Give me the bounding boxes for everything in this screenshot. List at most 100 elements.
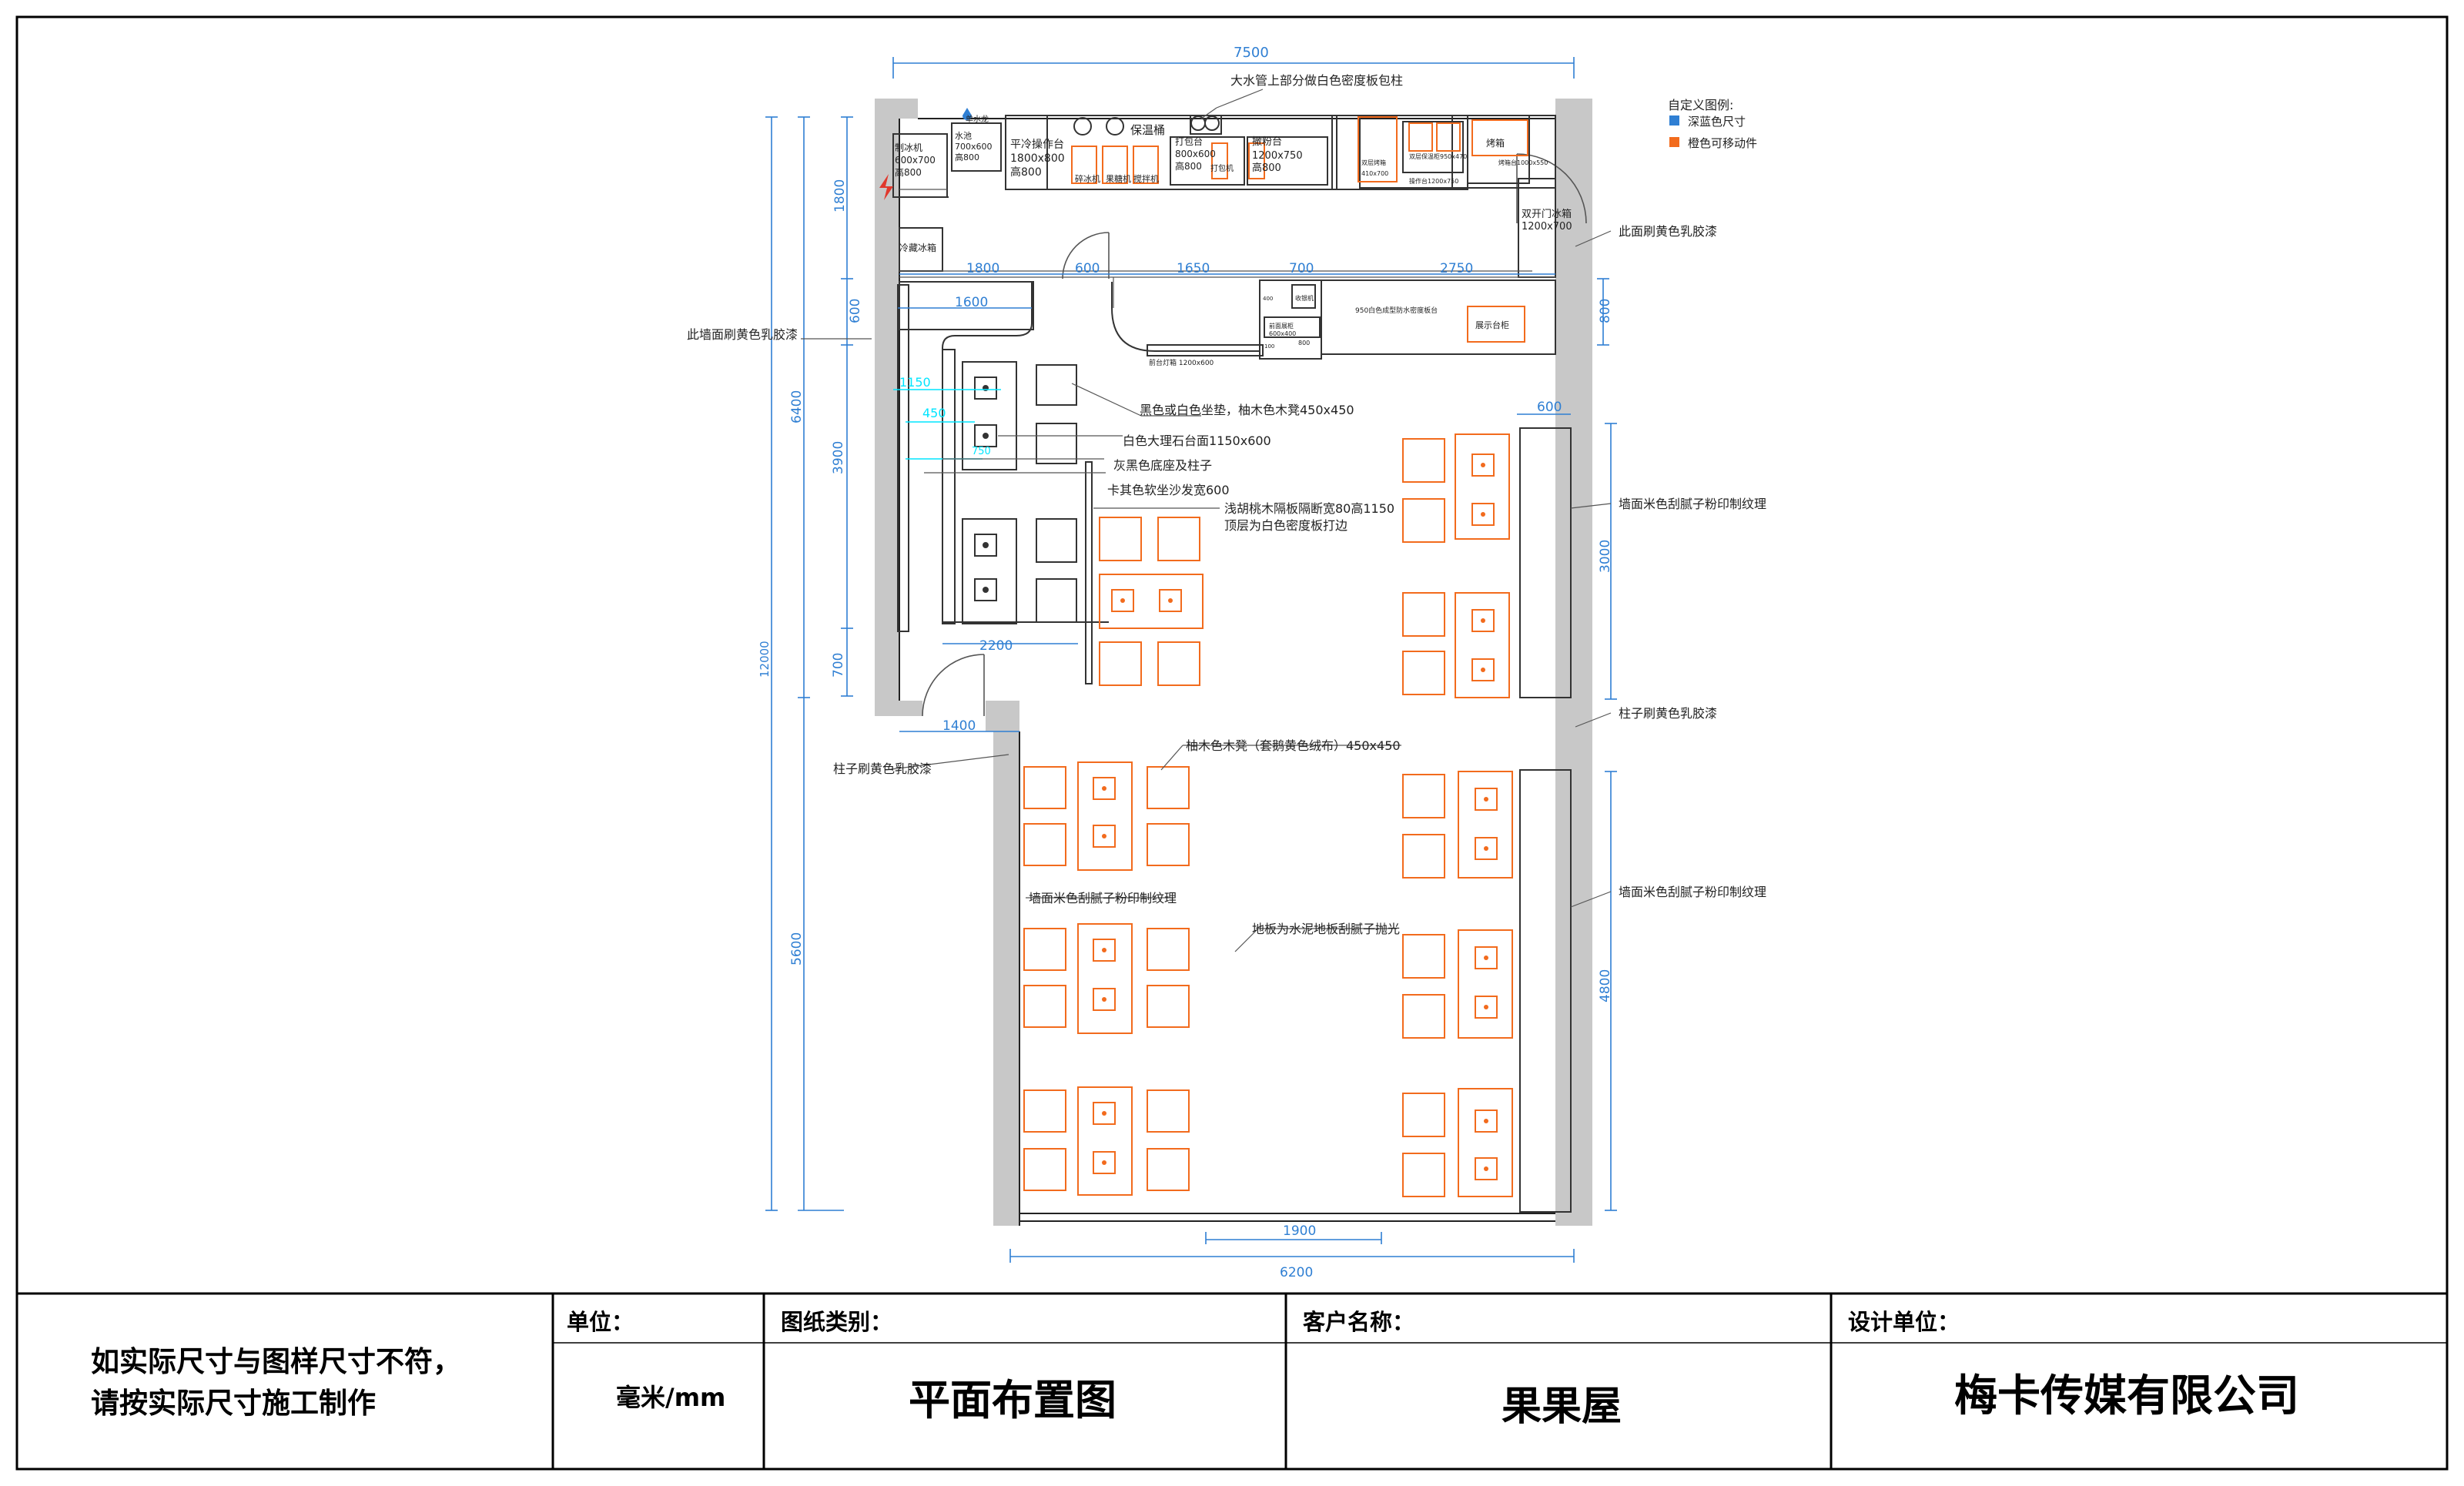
dim-left-3900: 3900 bbox=[831, 441, 846, 474]
annotation-labels: 大水管上部分做白色密度板包柱 此墙面刷黄色乳胶漆 此面刷黄色乳胶漆 黑色或白色坐… bbox=[687, 73, 1766, 936]
unit-label: 单位： bbox=[567, 1309, 634, 1335]
legend-swatch-blue bbox=[1669, 115, 1679, 126]
dim-left-700: 700 bbox=[831, 653, 846, 678]
dimension-labels: 7500 6200 1900 1800 600 1650 700 2750 16… bbox=[758, 45, 1613, 1280]
label-sink-size: 700x600 bbox=[955, 142, 993, 152]
dim-right-600: 600 bbox=[1537, 400, 1562, 415]
type-label: 图纸类别： bbox=[781, 1309, 893, 1335]
label-oven-table: 烤箱台1000x550 bbox=[1498, 159, 1548, 166]
label-display-cabinet: 展示台柜 bbox=[1475, 320, 1509, 330]
dim-row-1650: 1650 bbox=[1177, 261, 1210, 276]
water-drop-icon bbox=[962, 108, 972, 120]
leader-lines bbox=[801, 89, 1612, 952]
legend: 自定义图例: 深蓝色尺寸 橙色可移动件 bbox=[1668, 98, 1757, 150]
note-floor: 地板为水泥地板刮腻子抛光 bbox=[1252, 922, 1400, 936]
note-column-right: 柱子刷黄色乳胶漆 bbox=[1619, 706, 1717, 721]
client-value: 果果屋 bbox=[1502, 1384, 1622, 1430]
pack-table bbox=[1247, 136, 1328, 186]
label-cold-table-h: 高800 bbox=[1010, 166, 1042, 179]
dimension-lines bbox=[765, 57, 1617, 1263]
label-powder-table-h: 高800 bbox=[1252, 162, 1281, 174]
note-marble-top: 白色大理石台面1150x600 bbox=[1123, 433, 1271, 448]
dim-right-3000: 3000 bbox=[1598, 540, 1613, 573]
note-partition-2: 顶层为白色密度板打边 bbox=[1224, 518, 1348, 533]
label-double-oven-size: 410x700 bbox=[1361, 170, 1388, 177]
dim-row-2750: 2750 bbox=[1440, 261, 1473, 276]
label-warm-bucket: 保温桶 bbox=[1130, 123, 1165, 137]
label-oven: 烤箱 bbox=[1486, 137, 1505, 149]
label-cold-cabinet: 冷藏冰箱 bbox=[899, 242, 936, 253]
note-khaki-sofa: 卡其色软坐沙发宽600 bbox=[1107, 483, 1230, 497]
dim-left-lower: 5600 bbox=[789, 932, 805, 966]
label-powder-table-size: 1200x750 bbox=[1252, 150, 1303, 162]
wall-door-stub bbox=[899, 701, 922, 716]
power-icon bbox=[879, 174, 893, 200]
note-wall-right-yellow: 此面刷黄色乳胶漆 bbox=[1619, 224, 1717, 239]
label-fry-table: 操作台1200x750 bbox=[1409, 177, 1458, 185]
label-ice-machine: 制冰机 bbox=[895, 142, 922, 153]
label-powder-table: 撒粉台 bbox=[1252, 136, 1282, 148]
dim-top-total: 7500 bbox=[1234, 45, 1269, 61]
note-column-left: 柱子刷黄色乳胶漆 bbox=[833, 761, 932, 776]
front-counter bbox=[897, 279, 1556, 632]
dim-left-600: 600 bbox=[848, 299, 863, 323]
note-line-2: 请按实际尺寸施工制作 bbox=[91, 1387, 376, 1420]
title-block-frame bbox=[17, 1292, 2447, 1469]
dim-bottom-door: 1900 bbox=[1283, 1223, 1316, 1239]
doors bbox=[922, 153, 1587, 717]
dim-bottom-total: 6200 bbox=[1280, 1265, 1313, 1280]
stool bbox=[1036, 364, 1077, 406]
wall-left-upper bbox=[875, 99, 899, 716]
dim-row-700: 700 bbox=[1289, 261, 1314, 276]
wall-right bbox=[1555, 99, 1592, 1226]
label-crusher: 碎冰机 bbox=[1075, 173, 1100, 184]
note-wall-beige-left: 墙面米色刮腻子粉印制纹理 bbox=[1029, 891, 1177, 905]
legend-title: 自定义图例: bbox=[1668, 98, 1733, 112]
note-partition-1: 浅胡桃木隔板隔断宽80高1150 bbox=[1224, 501, 1394, 516]
designer-value: 梅卡传媒有限公司 bbox=[1954, 1371, 2299, 1421]
note-gray-base: 灰黑色底座及柱子 bbox=[1113, 458, 1212, 473]
note-wall-beige-right-2: 墙面米色刮腻子粉印制纹理 bbox=[1619, 885, 1766, 899]
legend-label-blue: 深蓝色尺寸 bbox=[1688, 115, 1746, 129]
note-wall-left-yellow: 此墙面刷黄色乳胶漆 bbox=[687, 327, 798, 342]
dim-door-1400: 1400 bbox=[942, 718, 976, 734]
label-front-400: 400 bbox=[1263, 296, 1273, 302]
wall-sofas bbox=[1519, 427, 1572, 1213]
walls bbox=[875, 99, 1592, 1226]
wall-left-lower bbox=[993, 701, 1019, 1226]
label-mixer: 搅拌机 bbox=[1133, 173, 1159, 184]
label-display-long: 950白色成型防水密度板台 bbox=[1355, 306, 1438, 315]
label-fridge: 双开门冰箱 bbox=[1522, 208, 1572, 220]
movable-furniture bbox=[1023, 433, 1513, 1197]
legend-swatch-orange bbox=[1669, 137, 1679, 147]
title-block-note: 如实际尺寸与图样尺寸不符， 请按实际尺寸施工制作 bbox=[91, 1341, 461, 1424]
dim-right-4800: 4800 bbox=[1598, 969, 1613, 1002]
designer-label: 设计单位： bbox=[1848, 1309, 1960, 1335]
note-line-1: 如实际尺寸与图样尺寸不符， bbox=[91, 1345, 461, 1378]
label-proof-box: 双层保温柜950x470 bbox=[1409, 152, 1467, 160]
client-label: 客户名称： bbox=[1303, 1309, 1415, 1335]
booth-tables bbox=[942, 349, 1093, 684]
label-sealer: 打包机 bbox=[1210, 163, 1234, 173]
sink bbox=[951, 122, 1002, 172]
label-double-oven: 双层烤箱 bbox=[1361, 159, 1386, 166]
wall-pier bbox=[986, 701, 1019, 731]
dim-row-1800: 1800 bbox=[966, 261, 999, 276]
label-faucet: 单水龙 bbox=[966, 114, 989, 124]
label-front-shelf: 前面展柜 bbox=[1269, 322, 1294, 330]
label-pack-table: 打包台 bbox=[1175, 136, 1203, 147]
dim-bottom-2200: 2200 bbox=[979, 638, 1013, 654]
label-front-100: 100 bbox=[1264, 343, 1274, 350]
label-pack-table-h: 高800 bbox=[1175, 160, 1202, 172]
label-cold-table: 平冷操作台 bbox=[1010, 139, 1064, 151]
label-front-800: 800 bbox=[1298, 340, 1310, 346]
cold-table bbox=[1005, 115, 1337, 190]
dim-left-total: 12000 bbox=[758, 641, 772, 678]
note-teak-stool: 柚木色木凳（套鹅黄色绒布）450x450 bbox=[1186, 738, 1401, 753]
note-wall-beige-right-1: 墙面米色刮腻子粉印制纹理 bbox=[1619, 497, 1766, 511]
note-stool: 黑色或白色坐垫，柚木色木凳450x450 bbox=[1140, 403, 1354, 417]
dim-cyan-450: 450 bbox=[922, 406, 946, 420]
label-sink: 水池 bbox=[955, 131, 972, 141]
dim-row-600: 600 bbox=[1075, 261, 1100, 276]
label-juicer: 果糖机 bbox=[1106, 173, 1131, 184]
